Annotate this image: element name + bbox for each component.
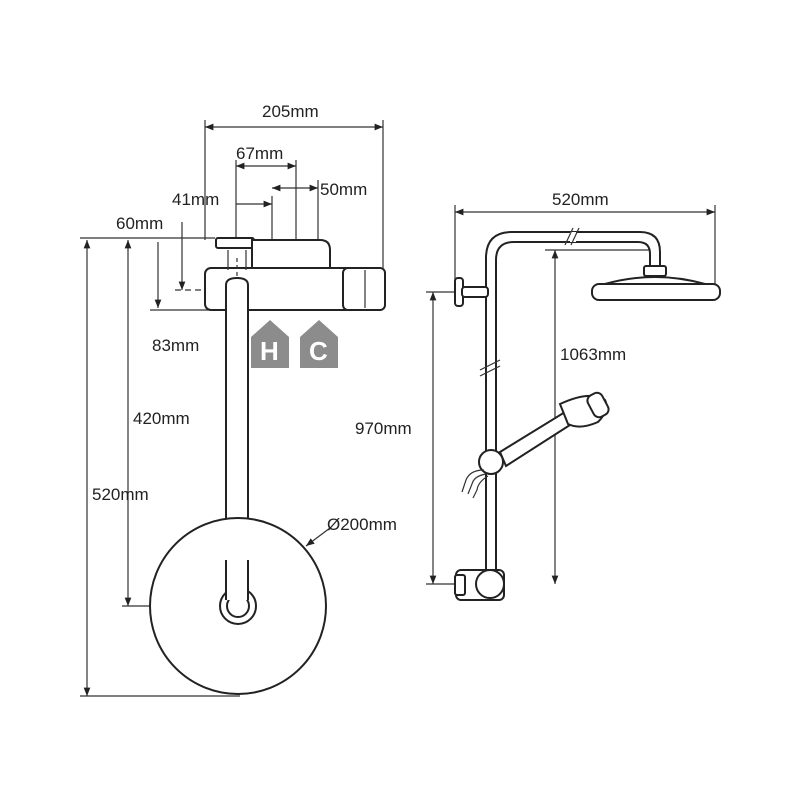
overhead-shower-head <box>591 265 721 301</box>
hand-shower <box>461 391 610 499</box>
dim-total-height: 520mm <box>80 240 240 697</box>
dim-rail-height-label: 970mm <box>355 419 412 438</box>
dim-head-diameter: Ø200mm <box>305 515 397 547</box>
thermostatic-valve <box>204 237 386 311</box>
dim-left-offset-label: 41mm <box>172 190 219 209</box>
dim-outlet-spacing: 67mm <box>235 144 297 240</box>
riser-pipe <box>225 276 249 597</box>
front-view: 205mm 67mm 41mm 50mm 60mm <box>80 102 397 697</box>
dim-head-height-label: 1063mm <box>560 345 626 364</box>
dim-riser-length-label: 420mm <box>133 409 190 428</box>
dim-total-height-label: 520mm <box>92 485 149 504</box>
dim-total-width: 205mm <box>204 102 384 270</box>
side-view: 520mm 1063mm 970mm <box>355 190 721 601</box>
dim-right-offset: 50mm <box>272 180 367 240</box>
dim-top-offset: 60mm <box>80 214 265 291</box>
side-mixer <box>454 569 505 601</box>
shower-head-front <box>149 517 327 695</box>
dim-top-offset-label: 60mm <box>116 214 163 233</box>
dim-left-offset: 41mm <box>172 190 273 240</box>
dim-arm-reach: 520mm <box>454 190 716 285</box>
dim-rail-height: 970mm <box>355 291 470 585</box>
cold-marker: C <box>300 320 338 368</box>
hot-label: H <box>260 336 279 366</box>
dim-right-offset-label: 50mm <box>320 180 367 199</box>
dim-arm-reach-label: 520mm <box>552 190 609 209</box>
cold-label: C <box>309 336 328 366</box>
dim-head-diameter-label: Ø200mm <box>327 515 397 534</box>
dim-body-height: 83mm <box>150 242 225 355</box>
top-wall-bracket <box>454 277 489 307</box>
dim-outlet-spacing-label: 67mm <box>236 144 283 163</box>
dim-total-width-label: 205mm <box>262 102 319 121</box>
dim-body-height-label: 83mm <box>152 336 199 355</box>
hot-marker: H <box>251 320 289 368</box>
